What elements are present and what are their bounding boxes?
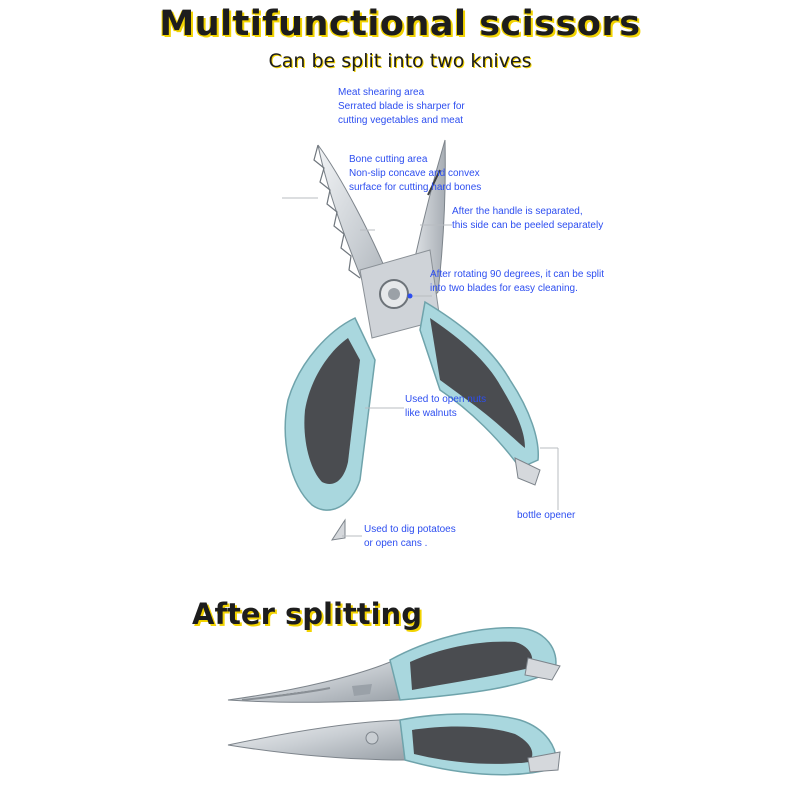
- page-subtitle: Can be split into two knives: [268, 50, 532, 72]
- annotation-handle: After the handle is separated, this side…: [452, 206, 604, 231]
- annotation-bone: Bone cutting area Non-slip concave and c…: [349, 154, 482, 193]
- annotation-meat: Meat shearing area Serrated blade is sha…: [338, 87, 465, 126]
- split-knife-bottom: [227, 713, 561, 776]
- scissors-assembled: [282, 139, 559, 541]
- annotation-nuts: Used to open nuts like walnuts: [405, 394, 487, 419]
- page-title: Multifunctional scissors: [159, 4, 641, 44]
- annotation-rotate: After rotating 90 degrees, it can be spl…: [430, 269, 604, 294]
- annotation-potatoes: Used to dig potatoes or open cans .: [364, 524, 456, 549]
- annotation-bottle-opener: bottle opener: [517, 510, 576, 521]
- after-splitting-title: After splitting: [192, 597, 422, 631]
- split-knife-top: [227, 627, 561, 703]
